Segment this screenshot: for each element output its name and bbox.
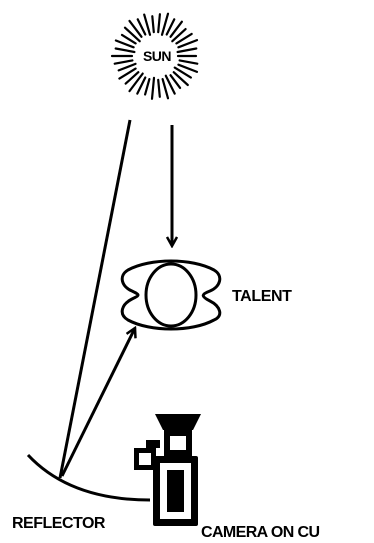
sun-ray: [178, 49, 197, 53]
sun-ray: [152, 16, 154, 32]
sun-ray: [115, 60, 133, 63]
sun-ray: [158, 14, 160, 32]
talent-icon: [122, 261, 220, 329]
sun-ray: [116, 49, 135, 53]
sun-ray: [180, 60, 198, 63]
sun-ray: [158, 80, 160, 97]
reflector-label: REFLECTOR: [12, 515, 106, 532]
camera-label: CAMERA ON CU: [201, 524, 319, 541]
reflector-shape: [28, 455, 150, 500]
sun-ray: [163, 79, 168, 98]
sunlight-to-reflector-line: [60, 120, 130, 478]
camera-icon: [134, 414, 201, 526]
sun-ray: [145, 79, 149, 94]
talent-label: TALENT: [232, 288, 292, 305]
sun-icon: SUN: [112, 14, 197, 99]
reflected-light-arrow: [62, 328, 135, 476]
sun-label: SUN: [143, 48, 171, 64]
sun-ray: [152, 78, 154, 99]
